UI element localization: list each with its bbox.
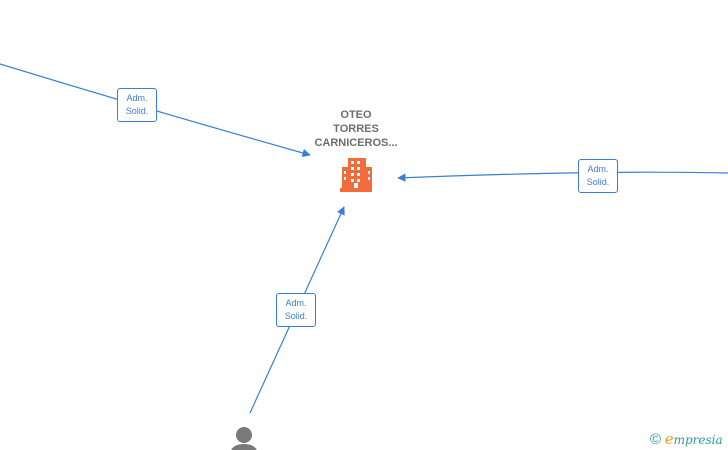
role-label-bottom-line-1: Adm. (285, 298, 307, 308)
empresia-logo: © empresia (650, 430, 723, 448)
person-icon[interactable] (230, 427, 258, 450)
role-label-left-line-1: Adm. (126, 93, 148, 103)
role-label-bottom[interactable]: Adm. Solid. (276, 293, 316, 327)
brand-rest: mpresia (673, 433, 723, 447)
role-label-right[interactable]: Adm. Solid. (578, 159, 618, 193)
company-name-line-2: TORRES (333, 123, 379, 135)
company-name-line-3: CARNICEROS... (314, 137, 398, 149)
copyright-symbol: © (650, 431, 662, 448)
role-label-right-line-1: Adm. (587, 164, 609, 174)
company-name[interactable]: OTEO TORRES CARNICEROS... (290, 108, 422, 150)
brand-first-letter: e (664, 430, 674, 448)
edge-right[interactable] (397, 171, 728, 182)
building-icon[interactable] (340, 158, 372, 192)
role-label-left[interactable]: Adm. Solid. (117, 88, 157, 122)
role-label-right-line-2: Solid. (586, 177, 610, 187)
role-label-left-line-2: Solid. (125, 106, 149, 116)
role-label-bottom-line-2: Solid. (284, 311, 308, 321)
company-name-line-1: OTEO (340, 109, 372, 121)
